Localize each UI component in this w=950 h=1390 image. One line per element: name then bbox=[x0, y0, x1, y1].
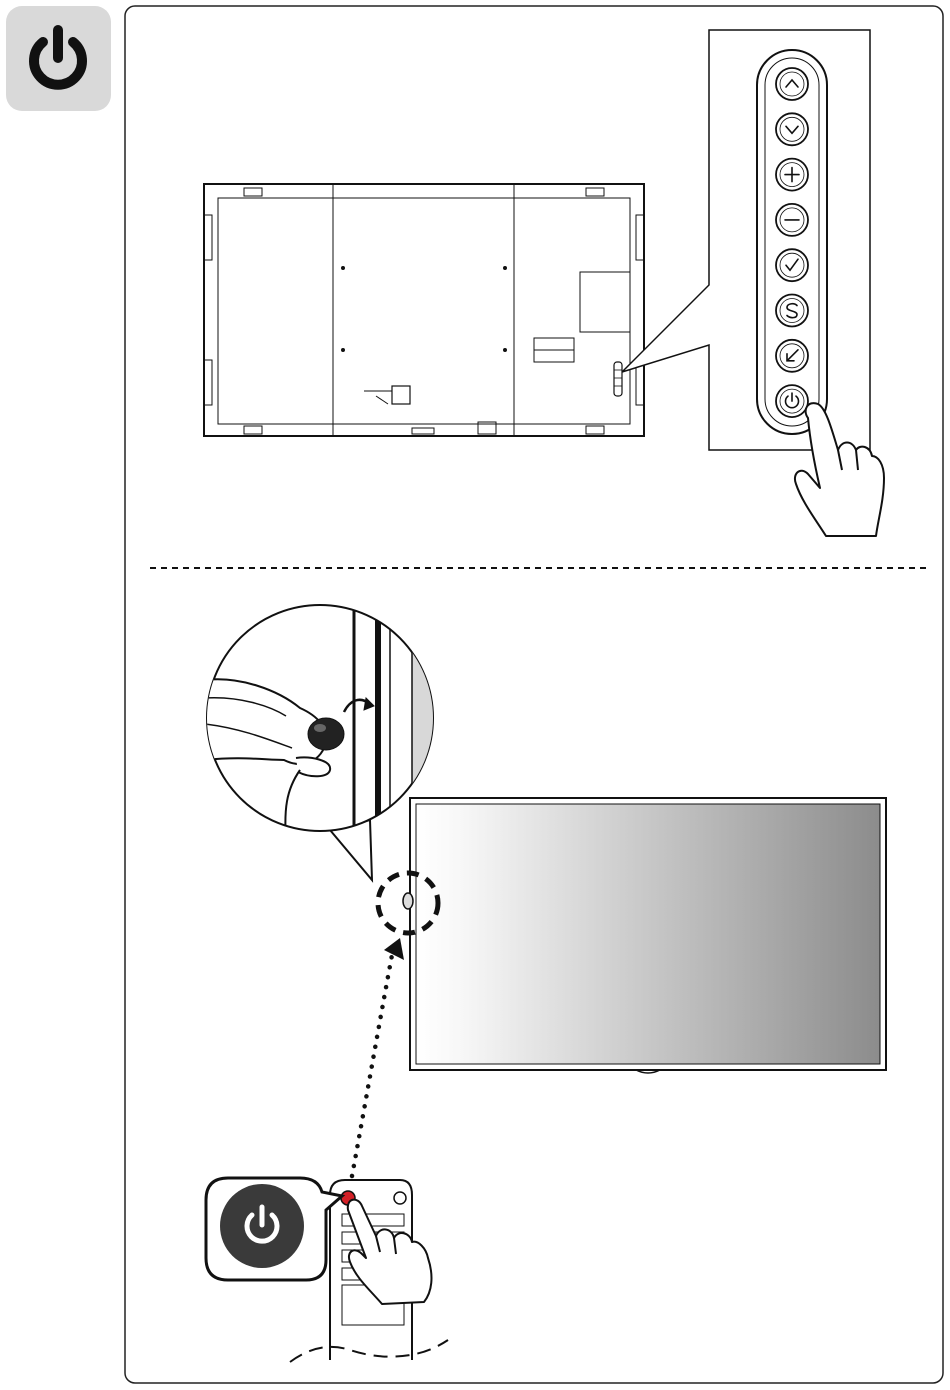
remote-power-callout bbox=[206, 1178, 342, 1280]
power-cord-socket bbox=[364, 386, 410, 404]
control-panel-callout bbox=[622, 30, 870, 450]
panel-button-power bbox=[776, 385, 808, 417]
ir-signal-path bbox=[352, 938, 404, 1176]
monitor-front-view bbox=[410, 798, 886, 1073]
panel-button-chevron-down bbox=[776, 113, 808, 145]
control-panel bbox=[757, 50, 827, 434]
monitor-screen bbox=[416, 804, 880, 1064]
panel-button-settings-s bbox=[776, 295, 808, 327]
joystick-magnifier bbox=[205, 600, 442, 880]
panel-button-check bbox=[776, 249, 808, 281]
panel-button-minus bbox=[776, 204, 808, 236]
joystick-control-strip bbox=[614, 362, 622, 396]
monitor-rear-view bbox=[204, 184, 644, 436]
panel-button-chevron-up bbox=[776, 68, 808, 100]
panel-button-input-arrow bbox=[776, 340, 808, 372]
panel-button-plus bbox=[776, 159, 808, 191]
side-tab bbox=[6, 6, 111, 111]
